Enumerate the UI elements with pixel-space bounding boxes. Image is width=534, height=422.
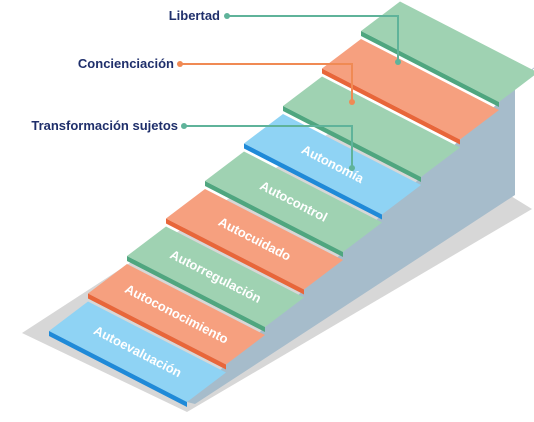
step-5-tread	[205, 151, 382, 252]
callout-connectors	[177, 13, 401, 171]
stairs-steps: AutoevaluaciónAutoconocimientoAutorregul…	[49, 1, 534, 407]
connector-transformacion-start-dot	[181, 123, 187, 129]
step-9-tread	[361, 1, 534, 102]
step-7-tread	[283, 76, 460, 177]
callout-libertad-label: Libertad	[168, 8, 220, 23]
connector-libertad-line	[227, 15, 399, 62]
step-6-tread	[244, 114, 421, 215]
connector-transformacion-line	[184, 125, 353, 168]
step-4-tread	[166, 189, 343, 290]
step-8-tread	[322, 39, 499, 140]
step-8-edge	[322, 68, 460, 145]
connector-libertad	[224, 13, 401, 65]
connector-concienciacion-line	[180, 63, 353, 102]
step-1-edge	[49, 331, 187, 407]
connector-transformacion-end-dot	[349, 165, 355, 171]
connector-libertad-end-dot	[395, 59, 401, 65]
step-9-edge	[361, 31, 499, 107]
connector-concienciacion-start-dot	[177, 61, 183, 67]
callout-transformacion-label: Transformación sujetos	[31, 118, 178, 133]
connector-transformacion	[181, 123, 355, 171]
step-2-edge	[88, 293, 226, 370]
connector-concienciacion	[177, 61, 355, 105]
step-2-tread	[88, 264, 265, 365]
step-4-edge	[166, 218, 304, 295]
step-3-edge	[127, 256, 265, 332]
step-5-edge	[205, 181, 343, 257]
step-1-tread	[49, 301, 226, 402]
connector-concienciacion-end-dot	[349, 99, 355, 105]
step-6-edge	[244, 143, 382, 220]
step-3-tread	[127, 226, 304, 327]
connector-libertad-start-dot	[224, 13, 230, 19]
callout-concienciacion-label: Concienciación	[77, 56, 174, 71]
